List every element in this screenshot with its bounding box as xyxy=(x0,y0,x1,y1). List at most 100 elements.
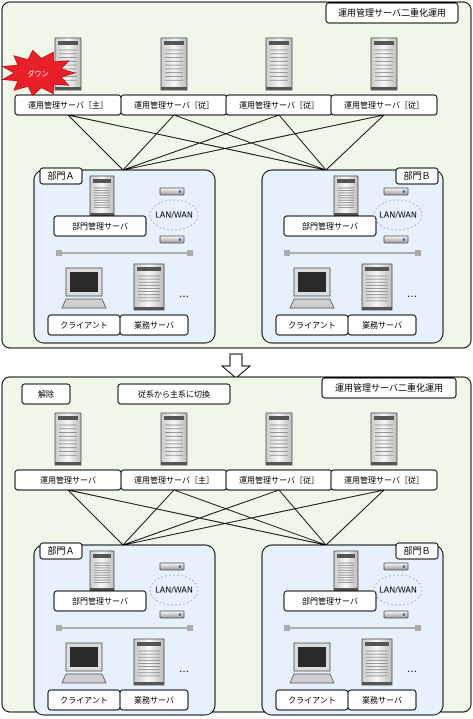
business-server-label-text: 業務サーバ xyxy=(362,695,402,705)
server-body xyxy=(370,412,398,466)
client-label: クライアント xyxy=(275,689,349,711)
router-body xyxy=(159,235,185,244)
department-server-label: 部門管理サーバ xyxy=(53,215,147,237)
router-body xyxy=(159,187,185,196)
ops-server-label-text: 運用管理サーバ［従］ xyxy=(239,475,319,485)
department-server-label: 部門管理サーバ xyxy=(53,590,147,612)
pc-keyboard xyxy=(289,673,335,684)
department-server-label-box xyxy=(53,215,147,237)
server-body xyxy=(133,638,165,686)
network-link xyxy=(122,489,385,546)
router-icon xyxy=(159,562,185,571)
network-link xyxy=(278,114,327,171)
server-base xyxy=(90,213,114,216)
server-base xyxy=(266,462,292,465)
router-icon xyxy=(159,235,185,244)
client-label: クライアント xyxy=(275,314,349,336)
business-server-label-text: 業務サーバ xyxy=(134,695,174,705)
department-server-label-box xyxy=(283,590,377,612)
server-body xyxy=(361,638,393,686)
ops-server-label: 運用管理サーバ［従］ xyxy=(225,94,333,116)
client-label-text: クライアント xyxy=(288,696,336,705)
department-a: 部門Ａ部門管理サーバLAN/WAN…クライアント業務サーバ xyxy=(33,167,216,344)
server-base xyxy=(134,682,164,685)
department-a: 部門Ａ部門管理サーバLAN/WAN…クライアント業務サーバ xyxy=(33,542,216,716)
pc-keyboard xyxy=(289,298,335,309)
client-label-text: クライアント xyxy=(288,321,336,330)
business-server-label-box xyxy=(347,689,417,711)
server-base xyxy=(55,462,81,465)
network-cloud xyxy=(373,574,423,606)
router-led xyxy=(178,613,182,616)
client-label: クライアント xyxy=(47,689,121,711)
business-server-label-text: 業務サーバ xyxy=(134,320,174,330)
department-name: 部門Ａ xyxy=(39,542,83,560)
router-body xyxy=(159,610,185,619)
server-icon xyxy=(160,37,188,91)
router-body xyxy=(383,187,409,196)
business-server-label: 業務サーバ xyxy=(347,314,417,336)
department-name-box xyxy=(39,167,83,185)
network-link xyxy=(67,489,124,546)
bus-terminator xyxy=(56,250,62,256)
pc-icon xyxy=(61,642,107,684)
server-body xyxy=(54,412,82,466)
server-base xyxy=(161,462,187,465)
network-cloud xyxy=(149,574,199,606)
server-base xyxy=(266,87,292,90)
server-bay xyxy=(337,554,355,558)
network-link xyxy=(173,114,327,171)
server-icon xyxy=(133,638,165,686)
ops-server-label-text: 運用管理サーバ［従］ xyxy=(344,475,424,485)
bus-terminator xyxy=(415,250,421,256)
status-callout: 従系から主系に切換 xyxy=(117,383,231,405)
ops-server-label-text: 運用管理サーバ xyxy=(40,475,96,485)
bus-terminator xyxy=(56,625,62,631)
business-server-label-box xyxy=(119,314,189,336)
department-name: 部門Ｂ xyxy=(395,542,439,560)
network-label: LAN/WAN xyxy=(379,211,417,220)
network-link xyxy=(122,489,175,546)
department-name-text: 部門Ｂ xyxy=(403,170,430,182)
server-icon xyxy=(89,175,115,217)
department-server-label-text: 部門管理サーバ xyxy=(302,596,358,606)
network-link xyxy=(122,114,175,171)
bus-terminator xyxy=(187,250,193,256)
down-burst-icon xyxy=(1,49,77,97)
server-body xyxy=(265,412,293,466)
pc-screen xyxy=(70,272,98,292)
router-icon xyxy=(383,187,409,196)
server-icon xyxy=(333,175,359,217)
ops-server-label-text: 運用管理サーバ［従］ xyxy=(134,100,214,110)
ops-server-label: 運用管理サーバ［従］ xyxy=(330,469,438,491)
status-callout-box xyxy=(21,383,71,405)
department-server-label-text: 部門管理サーバ xyxy=(72,596,128,606)
ops-server-label: 運用管理サーバ［従］ xyxy=(330,94,438,116)
network-link xyxy=(325,489,385,546)
scene-title-box xyxy=(325,2,459,24)
more-servers-dots: … xyxy=(179,289,189,300)
pc-keyboard xyxy=(61,673,107,684)
department-b: 部門Ｂ部門管理サーバLAN/WAN…クライアント業務サーバ xyxy=(261,542,444,716)
client-label: クライアント xyxy=(47,314,121,336)
scene-title: 運用管理サーバ二重化運用 xyxy=(321,377,457,399)
department-name-box xyxy=(395,542,439,560)
network-link xyxy=(67,114,327,171)
department-box xyxy=(261,544,444,716)
server-icon xyxy=(265,412,293,466)
status-callout-box xyxy=(117,383,231,405)
business-server-label: 業務サーバ xyxy=(119,314,189,336)
business-server-label-text: 業務サーバ xyxy=(362,320,402,330)
bus-terminator xyxy=(187,625,193,631)
router-body xyxy=(159,562,185,571)
network-cloud xyxy=(373,199,423,231)
router-icon xyxy=(383,562,409,571)
router-led xyxy=(178,238,182,241)
department-name: 部門Ａ xyxy=(39,167,83,185)
client-label-text: クライアント xyxy=(60,696,108,705)
department-server-label-box xyxy=(53,590,147,612)
pc-icon xyxy=(289,642,335,684)
department-server-label-box xyxy=(283,215,377,237)
server-icon xyxy=(54,412,82,466)
network-link xyxy=(173,489,327,546)
